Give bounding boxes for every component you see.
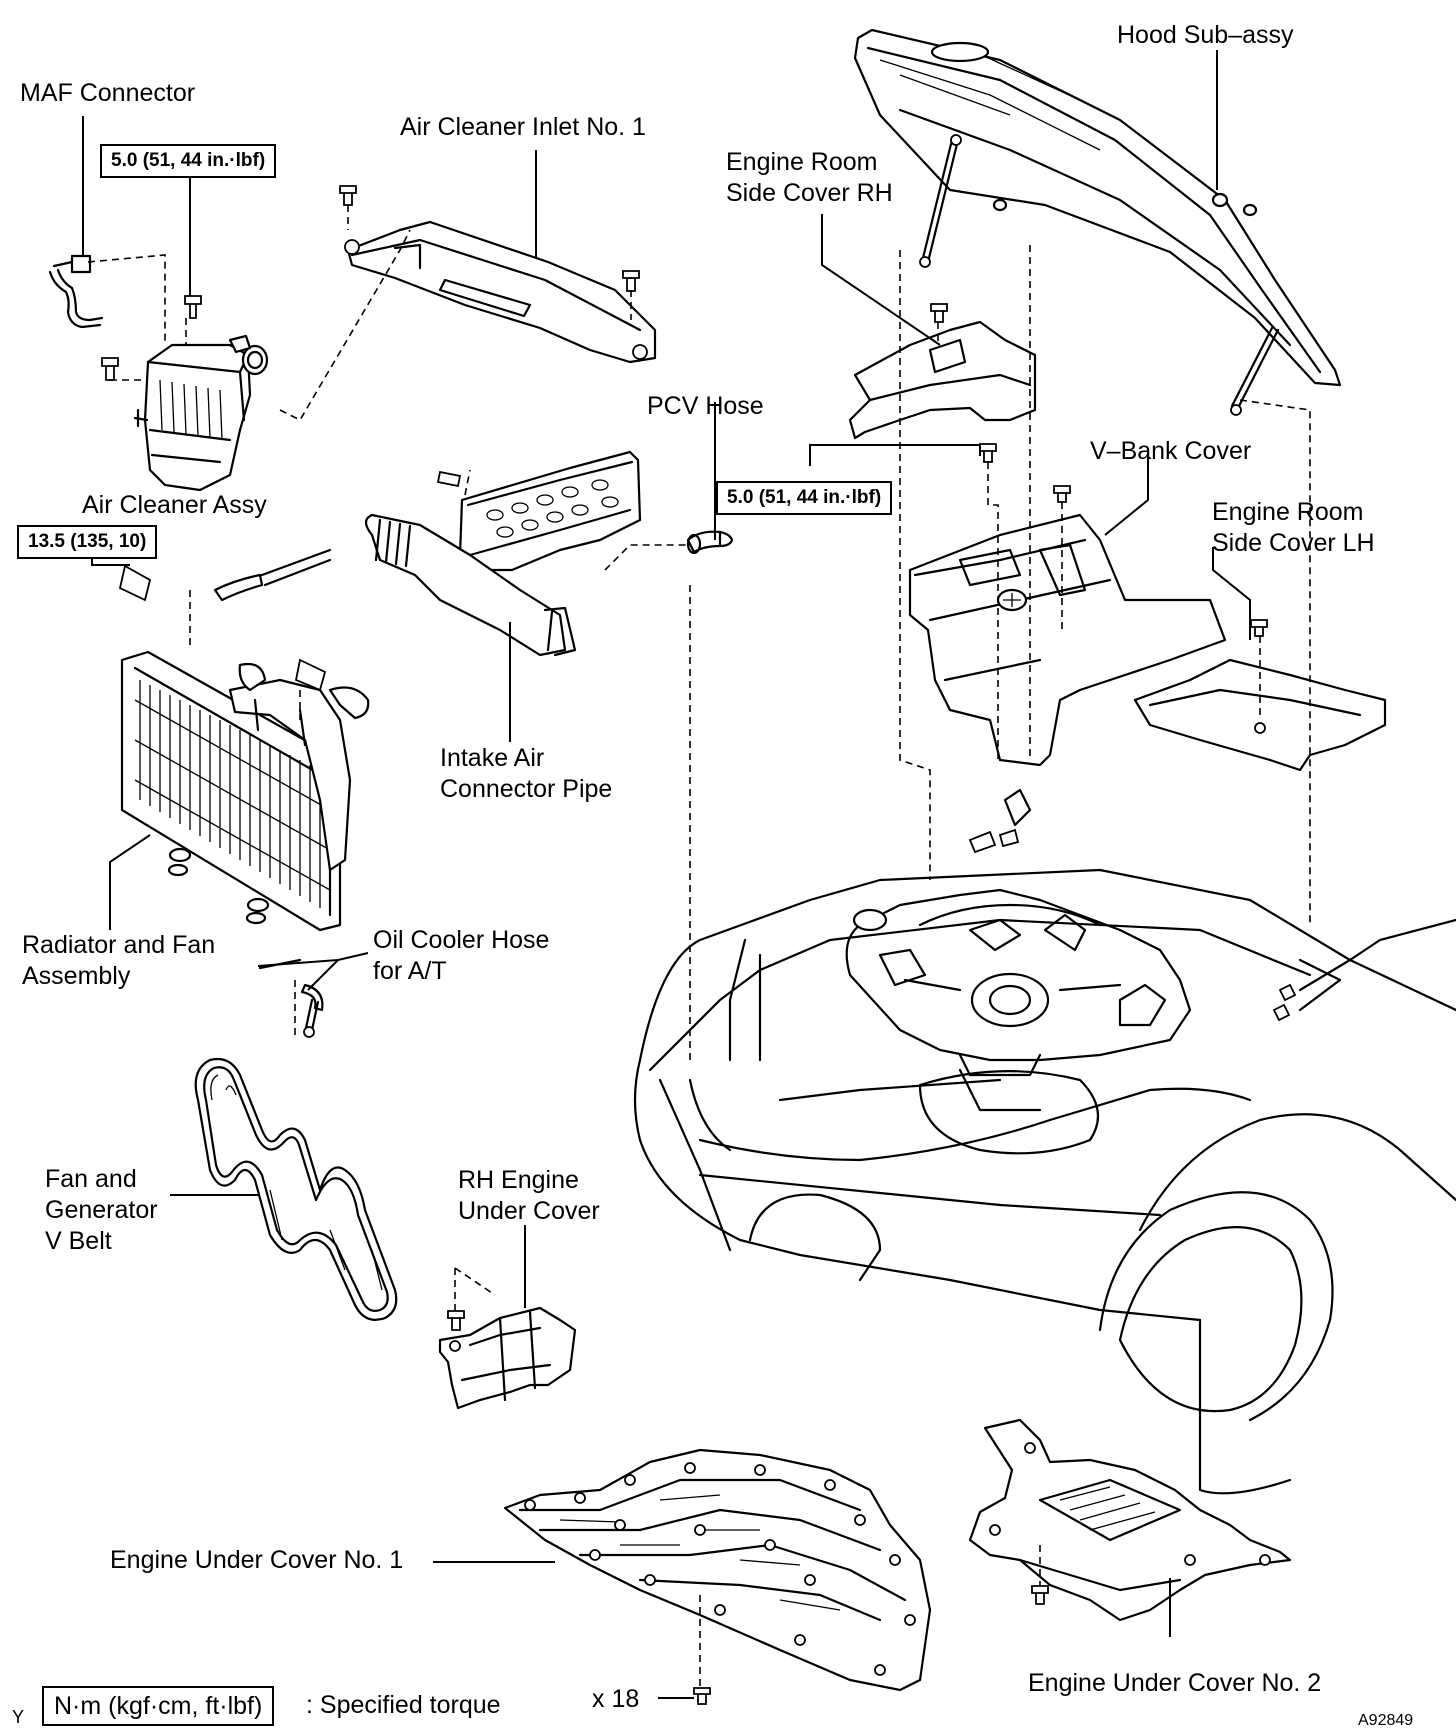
label-air-cleaner-assy: Air Cleaner Assy: [82, 491, 267, 519]
vehicle-front-body: [633, 868, 1456, 1495]
fan-generator-v-belt: [194, 1057, 398, 1321]
radiator-and-fan-assembly: [118, 548, 370, 932]
oil-cooler-hoses: [258, 958, 324, 1038]
v-bank-cover: [908, 485, 1227, 767]
legend-unit-box: N·m (kgf·cm, ft·lbf): [42, 1686, 275, 1726]
label-pcv-hose: PCV Hose: [647, 392, 764, 420]
label-engine-room-side-cover-rh: Engine Room Side Cover RH: [726, 148, 893, 207]
bolt-count-label: x 18: [592, 1685, 640, 1713]
figure-id: A92849: [1358, 1712, 1414, 1729]
label-engine-under-cover-no2: Engine Under Cover No. 2: [1028, 1669, 1322, 1697]
engine-room-side-cover-rh: [848, 303, 1037, 463]
engine-under-cover-no1: [503, 1448, 932, 1705]
label-oil-cooler-hose: Oil Cooler Hose for A/T: [373, 926, 550, 985]
label-fan-generator-v-belt: Fan and Generator V Belt: [45, 1165, 158, 1255]
label-rh-engine-under-cover: RH Engine Under Cover: [458, 1166, 600, 1225]
label-hood-sub-assy: Hood Sub–assy: [1117, 21, 1294, 49]
intake-air-connector-pipe: [364, 450, 642, 657]
torque-spec-radiator-bracket: 13.5 (135, 10): [17, 525, 158, 559]
label-engine-under-cover-no1: Engine Under Cover No. 1: [110, 1546, 404, 1574]
label-intake-air-connector-pipe: Intake Air Connector Pipe: [440, 744, 613, 803]
torque-spec-maf: 5.0 (51, 44 in.·lbf): [100, 144, 277, 178]
label-air-cleaner-inlet: Air Cleaner Inlet No. 1: [400, 113, 646, 141]
label-maf-connector: MAF Connector: [20, 79, 196, 107]
legend-description: : Specified torque: [306, 1691, 501, 1719]
assembly-guide-lines: [87, 205, 1311, 1688]
maf-connector: [48, 254, 104, 329]
torque-spec-side-cover-rh: 5.0 (51, 44 in.·lbf): [716, 481, 893, 515]
rh-engine-under-cover: [438, 1306, 577, 1410]
legend-prefix: Y: [12, 1707, 25, 1727]
label-engine-room-side-cover-lh: Engine Room Side Cover LH: [1212, 498, 1375, 557]
engine-under-cover-no2: [968, 1418, 1292, 1622]
pcv-hose: [686, 530, 734, 555]
label-v-bank-cover: V–Bank Cover: [1090, 437, 1252, 465]
air-cleaner-assy: [101, 295, 269, 492]
air-cleaner-inlet-no1: [339, 185, 657, 364]
hood-sub-assy: [853, 28, 1342, 416]
leader-lines: [82, 50, 1251, 1699]
label-radiator-fan-assembly: Radiator and Fan Assembly: [22, 931, 216, 990]
engine-bay-engine: [845, 788, 1297, 1112]
